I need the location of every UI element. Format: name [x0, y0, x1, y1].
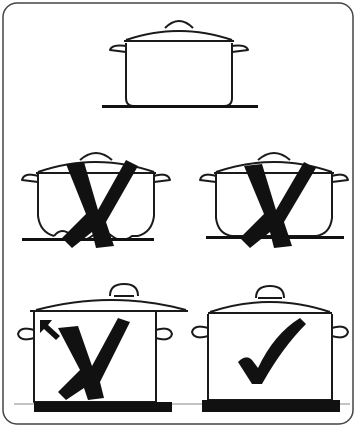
panel-lid-overhang-pot	[18, 284, 188, 412]
pot-icon	[18, 284, 188, 402]
pot-icon	[110, 21, 248, 106]
pot-icon	[192, 286, 348, 400]
burner-surface	[22, 238, 154, 241]
burner-surface	[102, 105, 258, 108]
frame-border	[3, 3, 353, 424]
cross-mark	[58, 318, 130, 400]
panel-off-center-pot	[200, 153, 348, 248]
check-mark	[238, 318, 306, 384]
panel-correct-flat-pot	[102, 21, 258, 108]
arrow-icon	[40, 320, 60, 340]
burner-surface	[202, 400, 340, 412]
panel-matching-size-pot	[192, 286, 348, 412]
panel-warped-bottom-pot	[22, 153, 170, 248]
burner-surface	[34, 402, 172, 412]
